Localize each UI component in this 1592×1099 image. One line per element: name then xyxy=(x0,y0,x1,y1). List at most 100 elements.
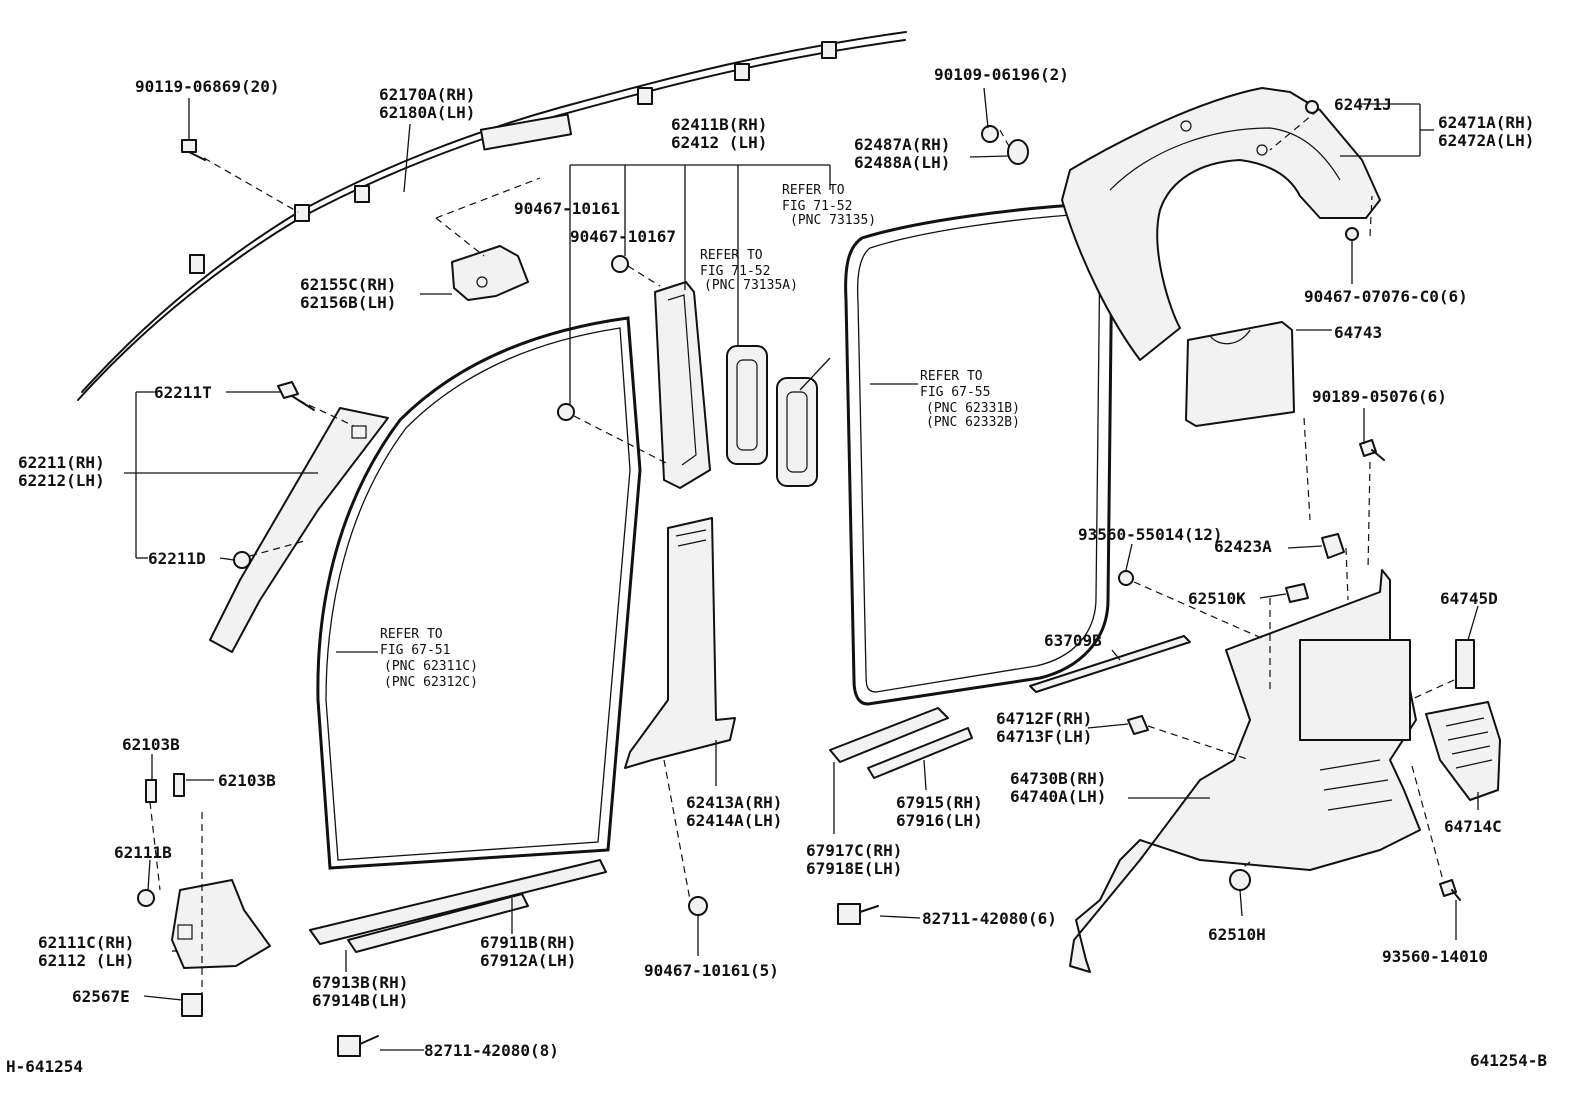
clip-62423a-icon xyxy=(1321,533,1345,559)
label-fig-71-52-2: FIG 71-52 xyxy=(700,264,770,279)
label-67915: 67915(RH) xyxy=(896,793,983,812)
label-67917c: 67917C(RH) xyxy=(806,841,902,860)
label-refer-to-1: REFER TO xyxy=(782,183,845,198)
label-90467-10161-upper: 90467-10161 xyxy=(514,199,620,218)
bolt-90109-icon xyxy=(981,125,999,143)
label-64730b: 64730B(RH) xyxy=(1010,769,1106,788)
label-62413a: 62413A(RH) xyxy=(686,793,782,812)
label-refer-to-2: REFER TO xyxy=(700,248,763,263)
clip-62211t-icon xyxy=(277,381,315,411)
clip-62510h-icon xyxy=(1229,869,1251,891)
label-62510h: 62510H xyxy=(1208,925,1266,944)
label-90467-10161-5: 90467-10161(5) xyxy=(644,961,779,980)
roof-side-inner-garnish xyxy=(1061,87,1381,361)
cover-64712f-icon xyxy=(1127,715,1149,735)
footer-left-code: H-641254 xyxy=(6,1057,83,1076)
front-door-weatherstrip xyxy=(316,316,642,870)
label-62471a: 62471A(RH) xyxy=(1438,113,1534,132)
label-62111b: 62111B xyxy=(114,843,172,862)
cover-64714c xyxy=(1425,701,1501,801)
cover-64743 xyxy=(1185,321,1295,427)
label-62414a: 62414A(LH) xyxy=(686,811,782,830)
clip-90467-07076-icon xyxy=(1345,227,1359,241)
label-62472a: 62472A(LH) xyxy=(1438,131,1534,150)
label-67914b: 67914B(LH) xyxy=(312,991,408,1010)
label-pnc-62312c: (PNC 62312C) xyxy=(384,675,478,690)
label-refer-to-3: REFER TO xyxy=(920,369,983,384)
front-door-scuff-plate xyxy=(309,859,607,953)
assist-grip-left xyxy=(726,345,768,465)
label-90109-06196: 90109-06196(2) xyxy=(934,65,1069,84)
clip-62211d-icon xyxy=(233,551,251,569)
label-62423a: 62423A xyxy=(1214,537,1272,556)
clip-62103b-b-icon xyxy=(173,773,185,797)
label-62487a: 62487A(RH) xyxy=(854,135,950,154)
clip-90467-upper-icon xyxy=(611,255,629,273)
label-62412: 62412 (LH) xyxy=(671,133,767,152)
rear-door-weatherstrip xyxy=(844,202,1114,706)
label-fig-71-52-1: FIG 71-52 xyxy=(782,199,852,214)
label-62567e: 62567E xyxy=(72,987,130,1006)
label-62180a: 62180A(LH) xyxy=(379,103,475,122)
label-67916: 67916(LH) xyxy=(896,811,983,830)
label-90189-05076: 90189-05076(6) xyxy=(1312,387,1447,406)
clip-90467-lower-icon xyxy=(688,896,708,916)
label-67913b: 67913B(RH) xyxy=(312,973,408,992)
label-62111c: 62111C(RH) xyxy=(38,933,134,952)
clip-62471j-icon xyxy=(1305,100,1319,114)
label-82711-42080-6: 82711-42080(6) xyxy=(922,909,1057,928)
cowl-side-trim xyxy=(171,879,271,969)
label-90467-07076: 90467-07076-C0(6) xyxy=(1304,287,1468,306)
label-64713f: 64713F(LH) xyxy=(996,727,1092,746)
bolt-90119-icon xyxy=(181,139,206,161)
label-93560-55014: 93560-55014(12) xyxy=(1078,525,1223,544)
label-67911b: 67911B(RH) xyxy=(480,933,576,952)
assist-grip-right xyxy=(776,377,818,487)
clip-62510k-icon xyxy=(1285,583,1309,603)
screw-93560-14010-icon xyxy=(1439,879,1461,901)
label-62211: 62211(RH) xyxy=(18,453,105,472)
label-62488a: 62488A(LH) xyxy=(854,153,950,172)
label-pnc-62311c: (PNC 62311C) xyxy=(384,659,478,674)
part-number-labels: 90119-06869(20) 62170A(RH) 62180A(LH) 62… xyxy=(6,65,1547,1076)
label-62156b: 62156B(LH) xyxy=(300,293,396,312)
label-fig-67-51: FIG 67-51 xyxy=(380,643,450,658)
label-64714c: 64714C xyxy=(1444,817,1502,836)
bracket-64745d xyxy=(1455,639,1475,689)
label-64743: 64743 xyxy=(1334,323,1382,342)
trim-strip-63709b xyxy=(1029,635,1191,693)
front-pillar-garnish xyxy=(209,407,389,653)
bolt-93560-55014-icon xyxy=(1118,570,1134,586)
label-fig-67-55: FIG 67-55 xyxy=(920,385,990,400)
label-pnc-62332b: (PNC 62332B) xyxy=(926,415,1020,430)
label-64740a: 64740A(LH) xyxy=(1010,787,1106,806)
label-62471j: 62471J xyxy=(1334,95,1392,114)
clip-62103b-a-icon xyxy=(145,779,157,803)
label-82711-42080-8: 82711-42080(8) xyxy=(424,1041,559,1060)
clip-90467-left-icon xyxy=(557,403,575,421)
assembly-dashed-lines xyxy=(149,109,1455,1000)
label-62155c: 62155C(RH) xyxy=(300,275,396,294)
label-62411b: 62411B(RH) xyxy=(671,115,767,134)
label-pnc-73135: (PNC 73135) xyxy=(790,213,876,228)
center-pillar-upper-garnish xyxy=(654,281,711,489)
label-62510k: 62510K xyxy=(1188,589,1246,608)
label-62211d: 62211D xyxy=(148,549,206,568)
label-pnc-62331b: (PNC 62331B) xyxy=(926,401,1020,416)
label-64745d: 64745D xyxy=(1440,589,1498,608)
label-62170a: 62170A(RH) xyxy=(379,85,475,104)
label-62112: 62112 (LH) xyxy=(38,951,134,970)
label-90119-06869: 90119-06869(20) xyxy=(135,77,280,96)
curtain-airbag-rail xyxy=(77,31,907,401)
label-refer-to-4: REFER TO xyxy=(380,627,443,642)
label-62103b-left: 62103B xyxy=(122,735,180,754)
label-67918e: 67918E(LH) xyxy=(806,859,902,878)
leader-lines xyxy=(124,87,1479,1051)
clip-62567e-icon xyxy=(181,993,203,1017)
label-67912a: 67912A(LH) xyxy=(480,951,576,970)
label-90467-10167: 90467-10167 xyxy=(570,227,676,246)
bracket-62155c xyxy=(451,245,529,301)
label-64712f: 64712F(RH) xyxy=(996,709,1092,728)
label-62212: 62212(LH) xyxy=(18,471,105,490)
